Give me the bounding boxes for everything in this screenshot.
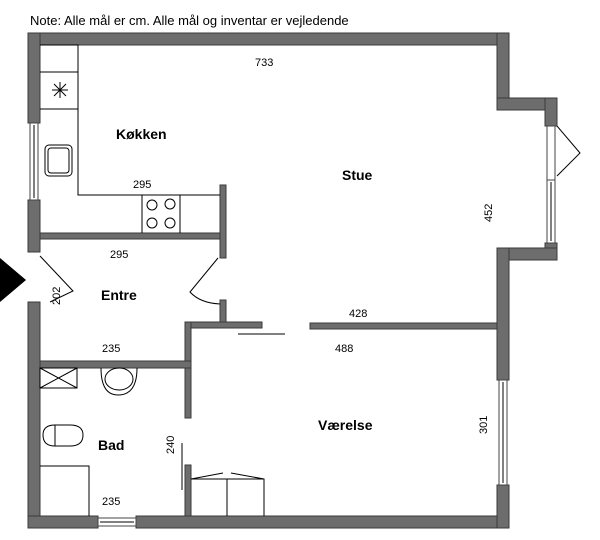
toilet-icon	[42, 424, 84, 447]
dimension-top-width: 733	[255, 57, 273, 69]
dimension-entry-width: 295	[110, 249, 128, 261]
kitchen-counter	[40, 44, 220, 233]
dimension-bath-top-width: 235	[102, 343, 120, 355]
note-text: Note: Alle mål er cm. Alle mål og invent…	[30, 13, 349, 28]
room-label-bedroom: Værelse	[318, 417, 373, 433]
entry-door[interactable]	[39, 255, 74, 303]
room-label-kitchen: Køkken	[116, 126, 167, 142]
bath-sink-icon	[100, 367, 138, 396]
dimension-living-depth: 452	[483, 204, 495, 222]
dimension-bath-bottom-width: 235	[102, 496, 120, 508]
washer-icon	[40, 465, 90, 516]
room-label-living: Stue	[342, 167, 373, 183]
dimension-entry-depth: 202	[51, 287, 63, 305]
kitchen-door[interactable]	[189, 257, 221, 305]
entrance-arrow-icon	[0, 258, 26, 302]
room-label-entry: Entre	[101, 287, 137, 303]
fridge-icon	[52, 82, 68, 98]
dimension-bath-depth: 240	[165, 436, 177, 454]
windows	[29, 122, 556, 527]
dimension-bedroom-width: 488	[335, 343, 353, 355]
room-label-bath: Bad	[98, 437, 124, 453]
kitchen-sink-icon	[44, 144, 73, 177]
wardrobe-icon	[190, 472, 265, 516]
balcony-door[interactable]	[546, 125, 581, 181]
interior-walls	[39, 184, 498, 517]
outer-walls	[27, 32, 558, 529]
shower-icon	[39, 367, 78, 389]
stove-icon	[146, 198, 176, 229]
dimension-bedroom-depth: 301	[478, 416, 490, 434]
dimension-living-width: 428	[349, 308, 367, 320]
dimension-kitchen-width: 295	[133, 179, 151, 191]
